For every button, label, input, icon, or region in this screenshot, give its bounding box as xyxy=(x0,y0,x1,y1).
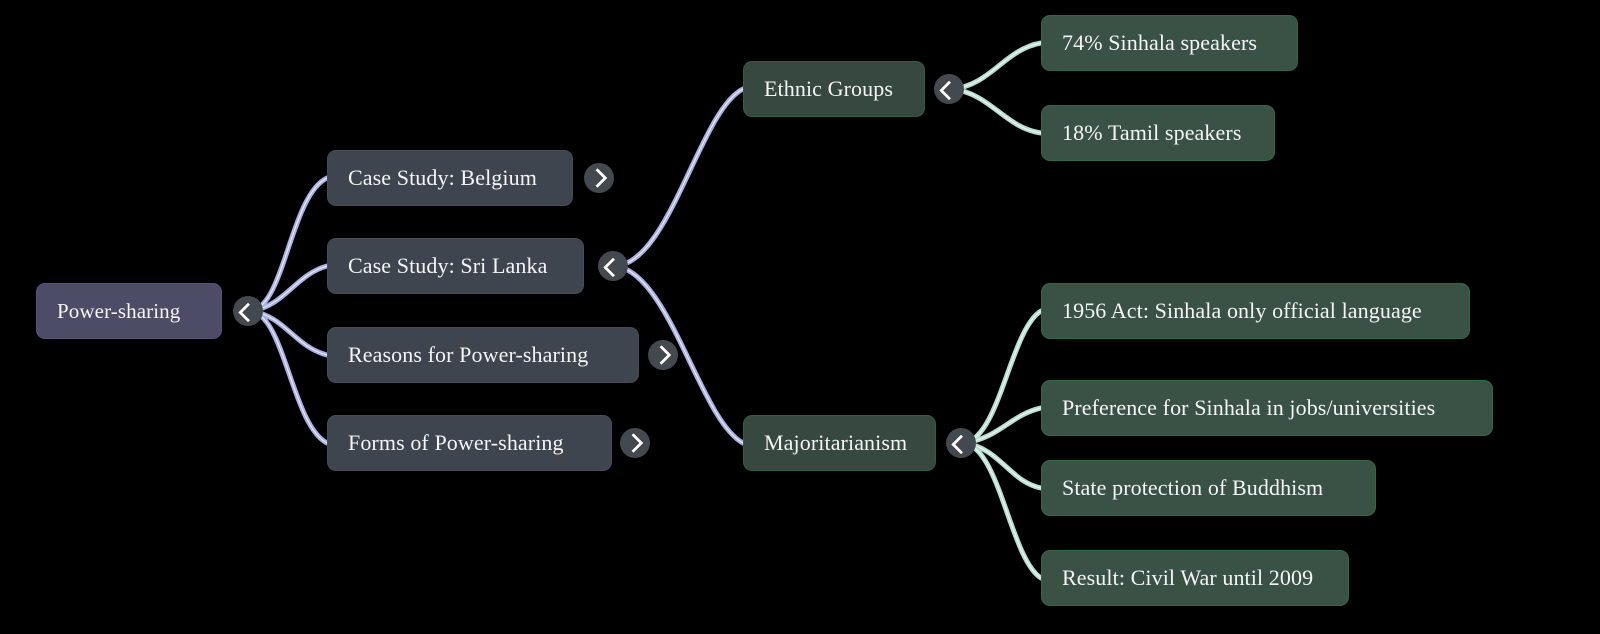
mindmap-edge xyxy=(949,86,1044,136)
mindmap-edge-highlight xyxy=(963,407,1042,444)
toggle-collapse-majoritarianism[interactable] xyxy=(946,428,976,458)
chevron-right-icon xyxy=(623,433,644,453)
mindmap-edge-highlight xyxy=(250,265,328,312)
toggle-expand-case-study-belgium[interactable] xyxy=(584,163,614,193)
mindmap-node-power-sharing[interactable]: Power-sharing xyxy=(36,283,222,339)
mindmap-node-label: Forms of Power-sharing xyxy=(348,430,564,455)
mindmap-edge-highlight xyxy=(951,88,1042,134)
mindmap-node-label: 18% Tamil speakers xyxy=(1062,120,1242,145)
mindmap-edge-highlight xyxy=(963,442,1042,579)
toggle-expand-reasons-for-power-sharing[interactable] xyxy=(648,340,678,370)
mindmap-node-forms-of-power-sharing[interactable]: Forms of Power-sharing xyxy=(327,415,612,471)
mindmap-edge-highlight xyxy=(963,442,1042,489)
mindmap-edge-highlight xyxy=(615,88,744,267)
mindmap-node-case-study-belgium[interactable]: Case Study: Belgium xyxy=(327,150,573,206)
mindmap-node-label: Case Study: Belgium xyxy=(348,165,537,190)
mindmap-edge-highlight xyxy=(963,310,1042,444)
mindmap-edge-highlight xyxy=(250,310,328,356)
mindmap-edge xyxy=(961,440,1044,581)
mindmap-node-sinhala-speakers[interactable]: 74% Sinhala speakers xyxy=(1041,15,1298,71)
mindmap-node-label: Power-sharing xyxy=(57,298,181,323)
chevron-left-icon xyxy=(238,302,258,323)
toggle-collapse-ethnic-groups[interactable] xyxy=(934,74,964,104)
mindmap-edge xyxy=(248,308,330,358)
chevron-left-icon xyxy=(603,257,623,278)
mindmap-node-label: Reasons for Power-sharing xyxy=(348,342,589,367)
chevron-right-icon xyxy=(651,345,672,365)
mindmap-edge xyxy=(248,308,330,446)
chevron-left-icon xyxy=(939,80,959,101)
mindmap-node-ethnic-groups[interactable]: Ethnic Groups xyxy=(743,61,925,117)
toggle-collapse-case-study-sri-lanka[interactable] xyxy=(598,251,628,281)
mindmap-node-preference-for-sinhala[interactable]: Preference for Sinhala in jobs/universit… xyxy=(1041,380,1493,436)
toggle-expand-forms-of-power-sharing[interactable] xyxy=(620,428,650,458)
mindmap-node-majoritarianism[interactable]: Majoritarianism xyxy=(743,415,936,471)
mindmap-edge-highlight xyxy=(951,42,1042,90)
mindmap-node-tamil-speakers[interactable]: 18% Tamil speakers xyxy=(1041,105,1275,161)
mindmap-node-label: Majoritarianism xyxy=(764,430,908,455)
mindmap-node-label: Preference for Sinhala in jobs/universit… xyxy=(1062,395,1436,420)
mindmap-edge xyxy=(613,86,746,269)
mindmap-node-result-civil-war[interactable]: Result: Civil War until 2009 xyxy=(1041,550,1349,606)
mindmap-node-reasons-for-power-sharing[interactable]: Reasons for Power-sharing xyxy=(327,327,639,383)
mindmap-edge xyxy=(949,40,1044,92)
mindmap-node-label: Ethnic Groups xyxy=(764,76,894,101)
mindmap-node-state-protection-buddhism[interactable]: State protection of Buddhism xyxy=(1041,460,1376,516)
mindmap-edge xyxy=(248,263,330,314)
chevron-left-icon xyxy=(951,434,971,455)
mindmap-edge xyxy=(961,405,1044,446)
mindmap-node-case-study-sri-lanka[interactable]: Case Study: Sri Lanka xyxy=(327,238,584,294)
mindmap-node-label: Case Study: Sri Lanka xyxy=(348,253,548,278)
mindmap-edge-highlight xyxy=(250,310,328,444)
mindmap-edge xyxy=(961,440,1044,491)
mindmap-node-label: Result: Civil War until 2009 xyxy=(1062,565,1314,590)
mindmap-node-label: 74% Sinhala speakers xyxy=(1062,30,1258,55)
mindmap-edge xyxy=(248,175,330,314)
mindmap-node-label: 1956 Act: Sinhala only official language xyxy=(1062,298,1422,323)
mindmap-edge-highlight xyxy=(250,177,328,312)
mindmap-node-label: State protection of Buddhism xyxy=(1062,475,1324,500)
mindmap-node-act-1956[interactable]: 1956 Act: Sinhala only official language xyxy=(1041,283,1470,339)
toggle-collapse-power-sharing[interactable] xyxy=(233,296,263,326)
mindmap-edge xyxy=(961,308,1044,446)
chevron-right-icon xyxy=(587,168,608,188)
